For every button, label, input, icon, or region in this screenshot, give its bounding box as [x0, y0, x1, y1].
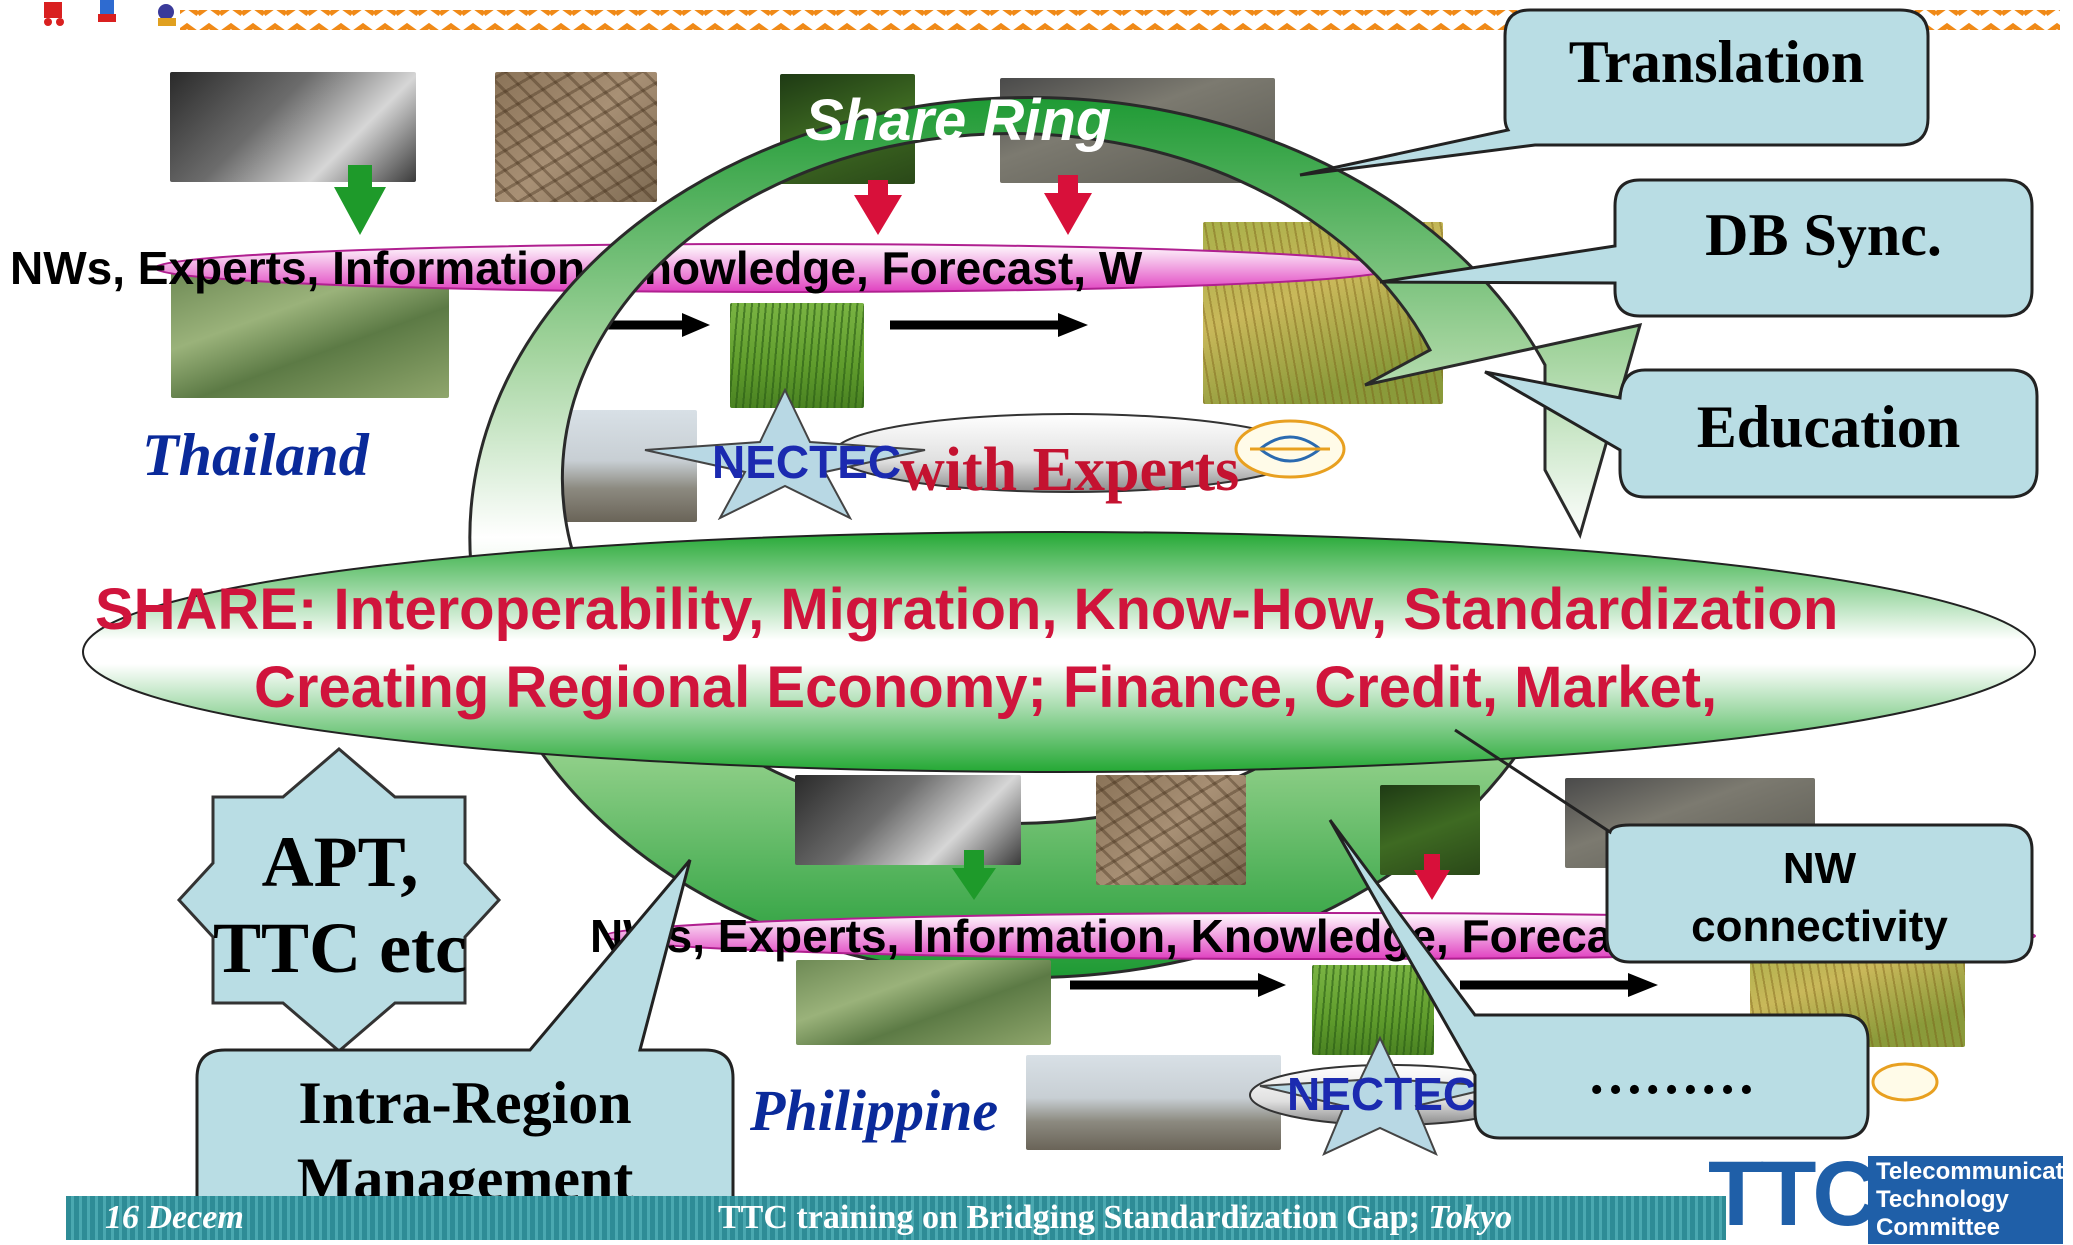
callout-nw-line-2: connectivity — [1691, 902, 1948, 951]
ttc-logo-line-1: Telecommunication — [1876, 1158, 2073, 1185]
agri-dept-logo-icon — [1234, 419, 1346, 479]
photo-cracked-field-2 — [1096, 775, 1246, 885]
top-flow-arrows — [570, 313, 1088, 337]
nectec-star-icon — [644, 387, 926, 520]
photo-young-rice — [730, 303, 864, 408]
nectec-star-icon-2 — [1249, 1035, 1520, 1156]
photo-rice-planting — [171, 270, 449, 398]
agri-dept-logo-icon-2 — [1871, 1062, 1939, 1102]
callout-translation: Translation — [1568, 28, 1865, 95]
share-line-2: Creating Regional Economy; Finance, Cred… — [254, 655, 1718, 720]
nectec-label-bottom: NECTEC — [1287, 1068, 1477, 1120]
ttc-logo-line-2: Technology — [1876, 1186, 2009, 1213]
nectec-label-top: NECTEC — [712, 436, 902, 488]
bottom-down-arrows — [952, 850, 1450, 900]
country-philippine: Philippine — [750, 1078, 999, 1143]
callout-more: ……… — [1587, 1044, 1756, 1106]
callout-education: Education — [1696, 393, 1961, 460]
apt-line-2: TTC etc — [213, 907, 467, 988]
ttc-logo-line-3: Committee — [1876, 1214, 2001, 1241]
share-band — [82, 531, 2036, 773]
footer-bar — [66, 1196, 1726, 1240]
callout-nw-line-1: NW — [1782, 844, 1857, 893]
photo-rice-planting-2 — [796, 960, 1051, 1045]
footer-event-text: TTC training on Bridging Standardization… — [718, 1199, 1429, 1236]
footer-city: Tokyo — [1428, 1199, 1513, 1236]
country-thailand: Thailand — [142, 422, 369, 488]
ttc-logo: TTC Telecommunication Technology Committ… — [1708, 1144, 2073, 1244]
ttc-logo-mark: TTC — [1708, 1143, 1879, 1245]
photo-farmers-group-2 — [1026, 1055, 1281, 1150]
with-experts-text: with Experts — [900, 436, 1240, 504]
apt-line-1: APT, — [261, 821, 419, 902]
footer-event: TTC training on Bridging Standardization… — [718, 1198, 1512, 1238]
bottom-flow-arrows — [1070, 973, 1658, 997]
share-ring-title: Share Ring — [805, 88, 1112, 153]
share-line-1: SHARE: Interoperability, Migration, Know… — [95, 577, 1839, 642]
photo-farmer-with-phone — [170, 72, 416, 182]
photo-young-rice-2 — [1312, 965, 1434, 1055]
footer-date: 16 Decem — [105, 1199, 244, 1236]
photo-cracked-field — [495, 72, 657, 202]
callout-intra-region-line-1: Intra-Region — [298, 1069, 632, 1136]
ttc-logo-panel — [1868, 1156, 2063, 1244]
callout-db-sync: DB Sync. — [1705, 201, 1942, 268]
top-down-arrows — [334, 165, 1092, 235]
mascot-figures-icon — [44, 0, 176, 26]
